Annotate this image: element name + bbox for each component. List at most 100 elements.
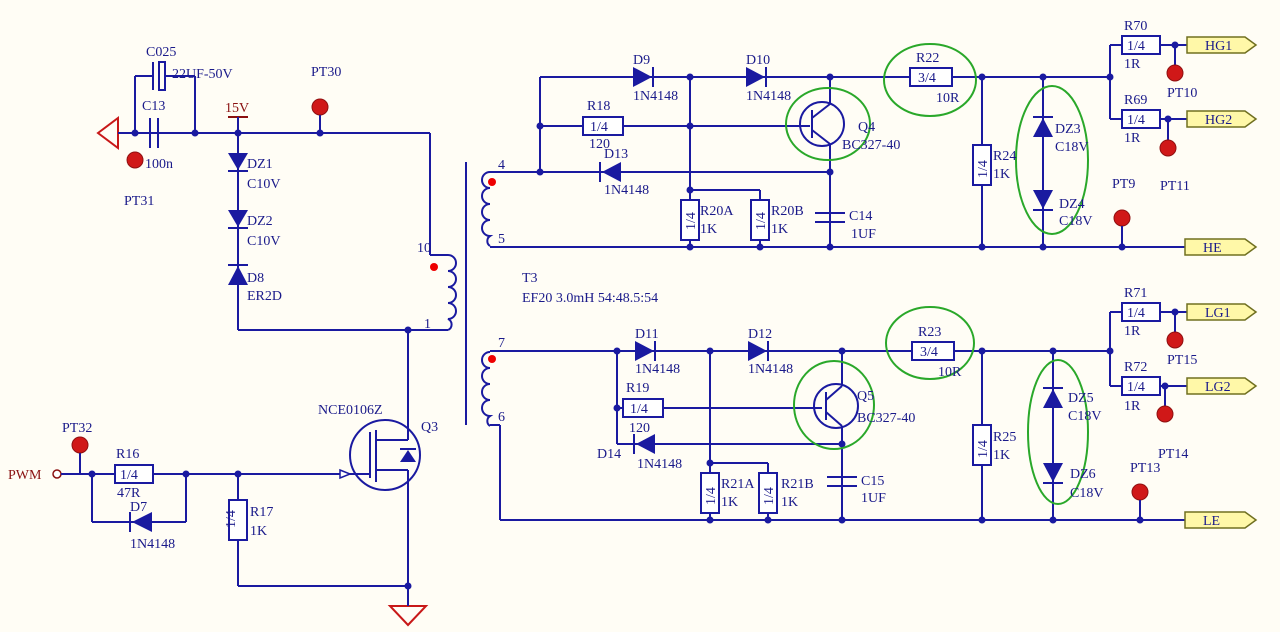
label-dz1: DZ1 — [247, 157, 273, 172]
label-r24-value: 1K — [993, 167, 1010, 182]
label-pin5: 5 — [498, 232, 505, 247]
label-d8: D8 — [247, 271, 264, 286]
label-d10-value: 1N4148 — [746, 89, 791, 104]
port-hg2 — [1186, 110, 1258, 128]
label-r72-value: 1R — [1124, 399, 1141, 414]
label-c14: C14 — [849, 209, 872, 224]
port-label-hg1: HG1 — [1205, 39, 1232, 54]
label-dz1-value: C10V — [247, 177, 280, 192]
driver-section — [52, 330, 429, 627]
port-le — [1184, 511, 1258, 529]
label-dz2: DZ2 — [247, 214, 273, 229]
port-label-le: LE — [1203, 514, 1220, 529]
diode-d13 — [602, 162, 621, 182]
label-r25-value: 1K — [993, 448, 1010, 463]
label-r19-value: 120 — [629, 421, 650, 436]
highlight-circle-q5 — [793, 360, 875, 450]
test-point-pt11[interactable] — [1159, 139, 1177, 157]
test-point-pt13[interactable] — [1131, 483, 1149, 501]
label-r21b-box: 1/4 — [762, 487, 777, 505]
label-r18-value: 120 — [589, 137, 610, 152]
label-t3-value: EF20 3.0mH 54:48.5:54 — [522, 291, 658, 306]
zener-dz6 — [1043, 463, 1063, 482]
high-side-section — [490, 35, 1258, 256]
label-pin6: 6 — [498, 410, 505, 425]
label-d9: D9 — [633, 53, 650, 68]
label-d14-value: 1N4148 — [637, 457, 682, 472]
test-point-pt14[interactable] — [1156, 405, 1174, 423]
label-q3-value: NCE0106Z — [318, 403, 383, 418]
c025-plate-b — [158, 61, 166, 91]
transistor-q5 — [813, 383, 859, 429]
label-d9-value: 1N4148 — [633, 89, 678, 104]
label-c13-value: 100n — [145, 157, 173, 172]
label-r69: R69 — [1124, 93, 1147, 108]
label-r16-value: 47R — [117, 486, 141, 501]
highlight-circle-q4 — [785, 87, 871, 161]
label-r18-box: 1/4 — [590, 120, 608, 135]
diode-d7 — [132, 512, 152, 532]
label-r24: R24 — [993, 149, 1016, 164]
port-hg1 — [1186, 36, 1258, 54]
label-r17: R17 — [250, 505, 273, 520]
transformer-t3 — [430, 162, 496, 427]
label-d13: D13 — [604, 147, 628, 162]
label-q4: Q4 — [858, 120, 875, 135]
label-r20b: R20B — [771, 204, 804, 219]
label-dz6-value: C18V — [1070, 486, 1103, 501]
diode-d14 — [636, 434, 655, 454]
zener-dz5 — [1043, 389, 1063, 408]
test-point-pt9[interactable] — [1113, 209, 1131, 227]
label-r19-box: 1/4 — [630, 402, 648, 417]
label-r21a-value: 1K — [721, 495, 738, 510]
label-pt9: PT9 — [1112, 177, 1135, 192]
test-point-pt10[interactable] — [1166, 64, 1184, 82]
label-r20b-box: 1/4 — [754, 212, 769, 230]
label-r20a-box: 1/4 — [684, 212, 699, 230]
label-q5: Q5 — [857, 389, 874, 404]
label-r23-box: 3/4 — [920, 345, 938, 360]
test-point-pt15[interactable] — [1166, 331, 1184, 349]
label-d12-value: 1N4148 — [748, 362, 793, 377]
label-r69-box: 1/4 — [1127, 113, 1145, 128]
label-pin10: 10 — [417, 241, 431, 256]
label-q5-value: BC327-40 — [857, 411, 915, 426]
label-r19: R19 — [626, 381, 649, 396]
label-r72-box: 1/4 — [1127, 380, 1145, 395]
label-dz4: DZ4 — [1059, 197, 1085, 212]
test-point-pt30[interactable] — [311, 98, 329, 116]
label-dz3: DZ3 — [1055, 122, 1081, 137]
label-c15: C15 — [861, 474, 884, 489]
port-lg2 — [1186, 377, 1258, 395]
zener-dz3 — [1033, 118, 1053, 137]
test-point-pt32[interactable] — [71, 436, 89, 454]
labels: C025 22UF-50V C13 100n PT31 PT30 15V DZ1… — [8, 19, 1232, 552]
label-r71-value: 1R — [1124, 324, 1141, 339]
port-lg1 — [1186, 303, 1258, 321]
label-d11-value: 1N4148 — [635, 362, 680, 377]
label-r18: R18 — [587, 99, 610, 114]
port-label-lg2: LG2 — [1205, 380, 1231, 395]
highlight-circle-dz5-dz6 — [1027, 359, 1089, 505]
label-r69-value: 1R — [1124, 131, 1141, 146]
diode-d9 — [633, 67, 652, 87]
label-pt10: PT10 — [1167, 86, 1197, 101]
label-r23-value: 10R — [938, 365, 962, 380]
label-r25-box: 1/4 — [976, 440, 991, 458]
label-pt11: PT11 — [1160, 179, 1190, 194]
label-r71: R71 — [1124, 286, 1147, 301]
label-r22-box: 3/4 — [918, 71, 936, 86]
test-point-pt31[interactable] — [126, 151, 144, 169]
port-label-hg2: HG2 — [1205, 113, 1232, 128]
resistor-r22 — [909, 67, 953, 87]
label-pwm: PWM — [8, 468, 42, 483]
label-r70: R70 — [1124, 19, 1147, 34]
pwm-input-terminal[interactable] — [52, 469, 62, 479]
label-d10: D10 — [746, 53, 770, 68]
label-pt30: PT30 — [311, 65, 341, 80]
label-r21a: R21A — [721, 477, 755, 492]
label-r20a: R20A — [700, 204, 734, 219]
supply-section — [96, 61, 448, 334]
label-r20a-value: 1K — [700, 222, 717, 237]
